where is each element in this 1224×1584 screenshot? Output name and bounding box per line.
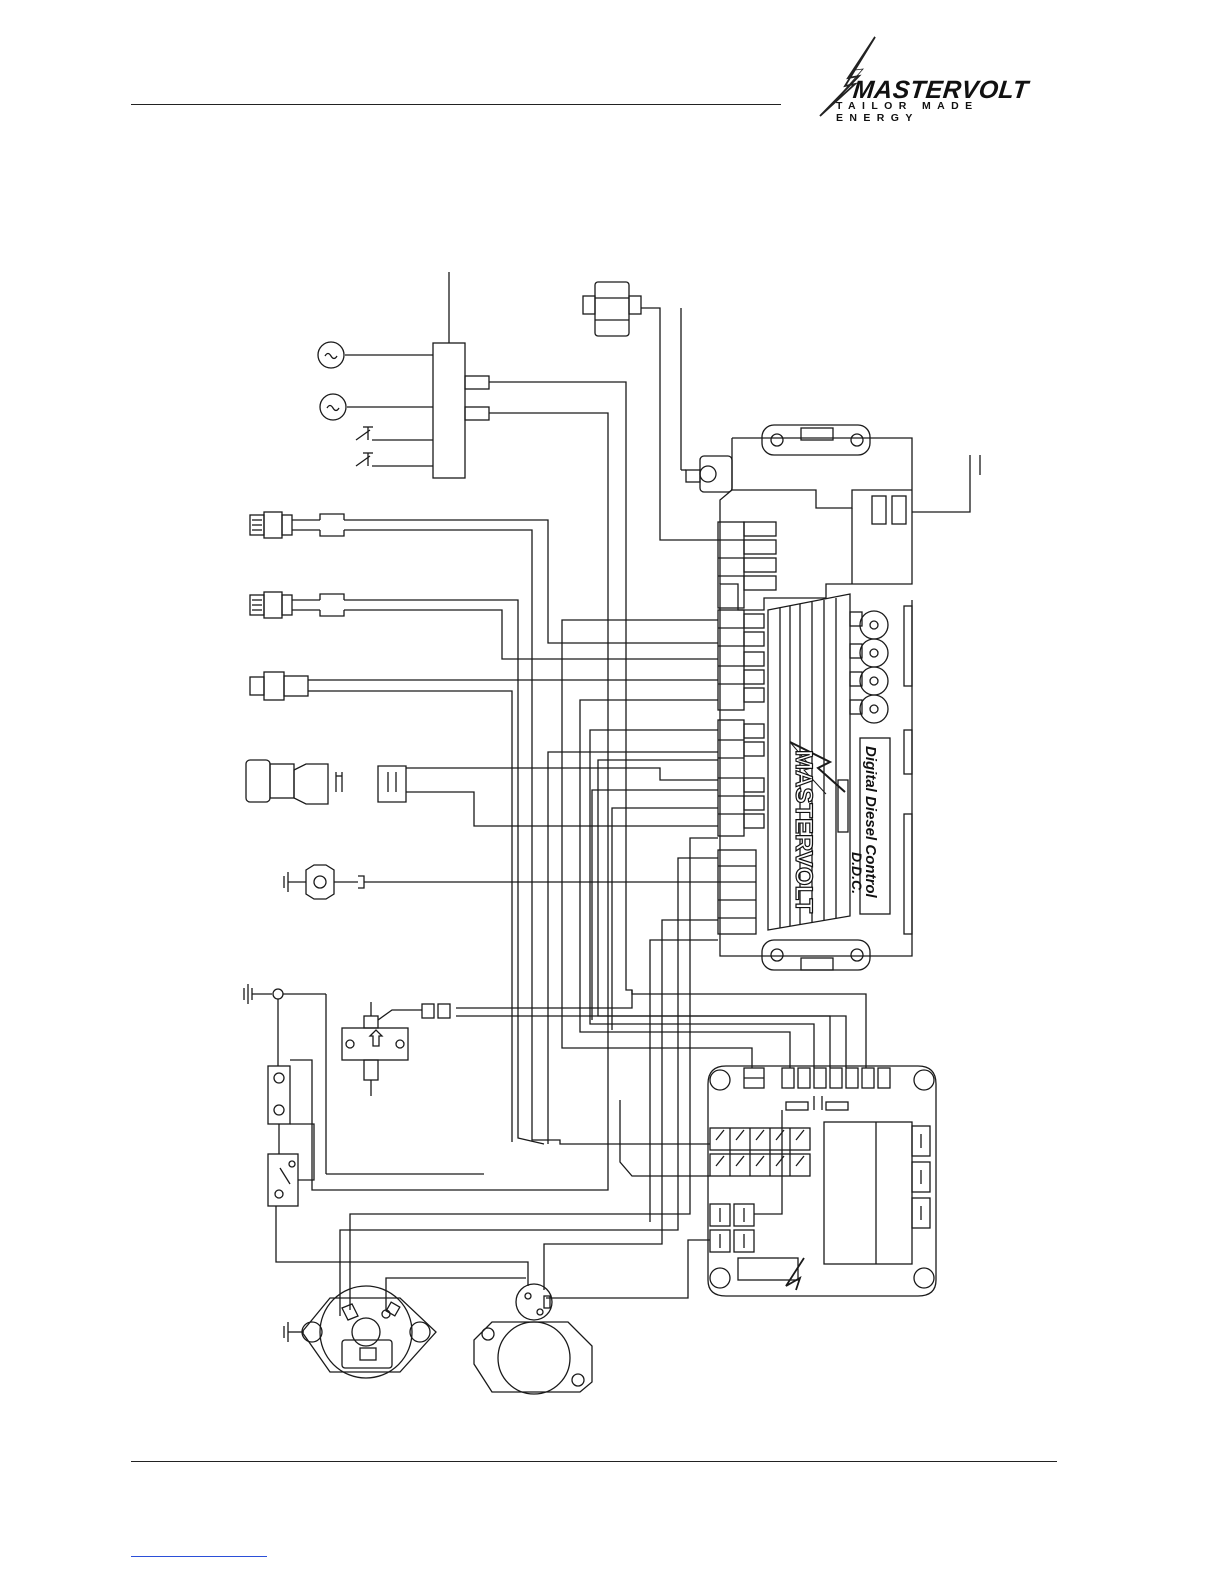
terminal-block <box>345 272 489 478</box>
alternator-icon <box>284 1286 436 1378</box>
fuse-icon <box>268 1066 290 1124</box>
controller-label: Digital Diesel Control D.D.C. MASTERVOLT <box>790 746 879 913</box>
ddc-controller <box>700 425 980 970</box>
lamp-icon <box>318 342 344 368</box>
generator-board <box>708 1066 936 1296</box>
controller-brand: MASTERVOLT <box>790 750 817 913</box>
potentiometer-icon <box>850 667 888 695</box>
potentiometer-icon <box>850 611 888 639</box>
fuel-solenoid-icon <box>342 1002 450 1096</box>
switch-icon <box>356 453 373 466</box>
starter-relay-icon <box>268 1154 298 1206</box>
controller-label-line2: D.D.C. <box>849 852 865 894</box>
level-sensor-icon <box>246 760 406 804</box>
ground-sensor-icon <box>284 865 364 899</box>
footer-rule <box>131 1461 1057 1462</box>
potentiometer-icon <box>850 639 888 667</box>
lamp-icon <box>320 394 346 420</box>
potentiometer-icon <box>850 695 888 723</box>
footer-link-underline[interactable] <box>131 1556 267 1557</box>
switch-icon <box>356 427 373 440</box>
pressure-switch-icon <box>250 672 320 700</box>
sensor-icon <box>250 512 344 538</box>
starter-motor-icon <box>474 1284 592 1394</box>
relay-icon <box>583 282 641 336</box>
sensor-icon <box>250 592 344 618</box>
